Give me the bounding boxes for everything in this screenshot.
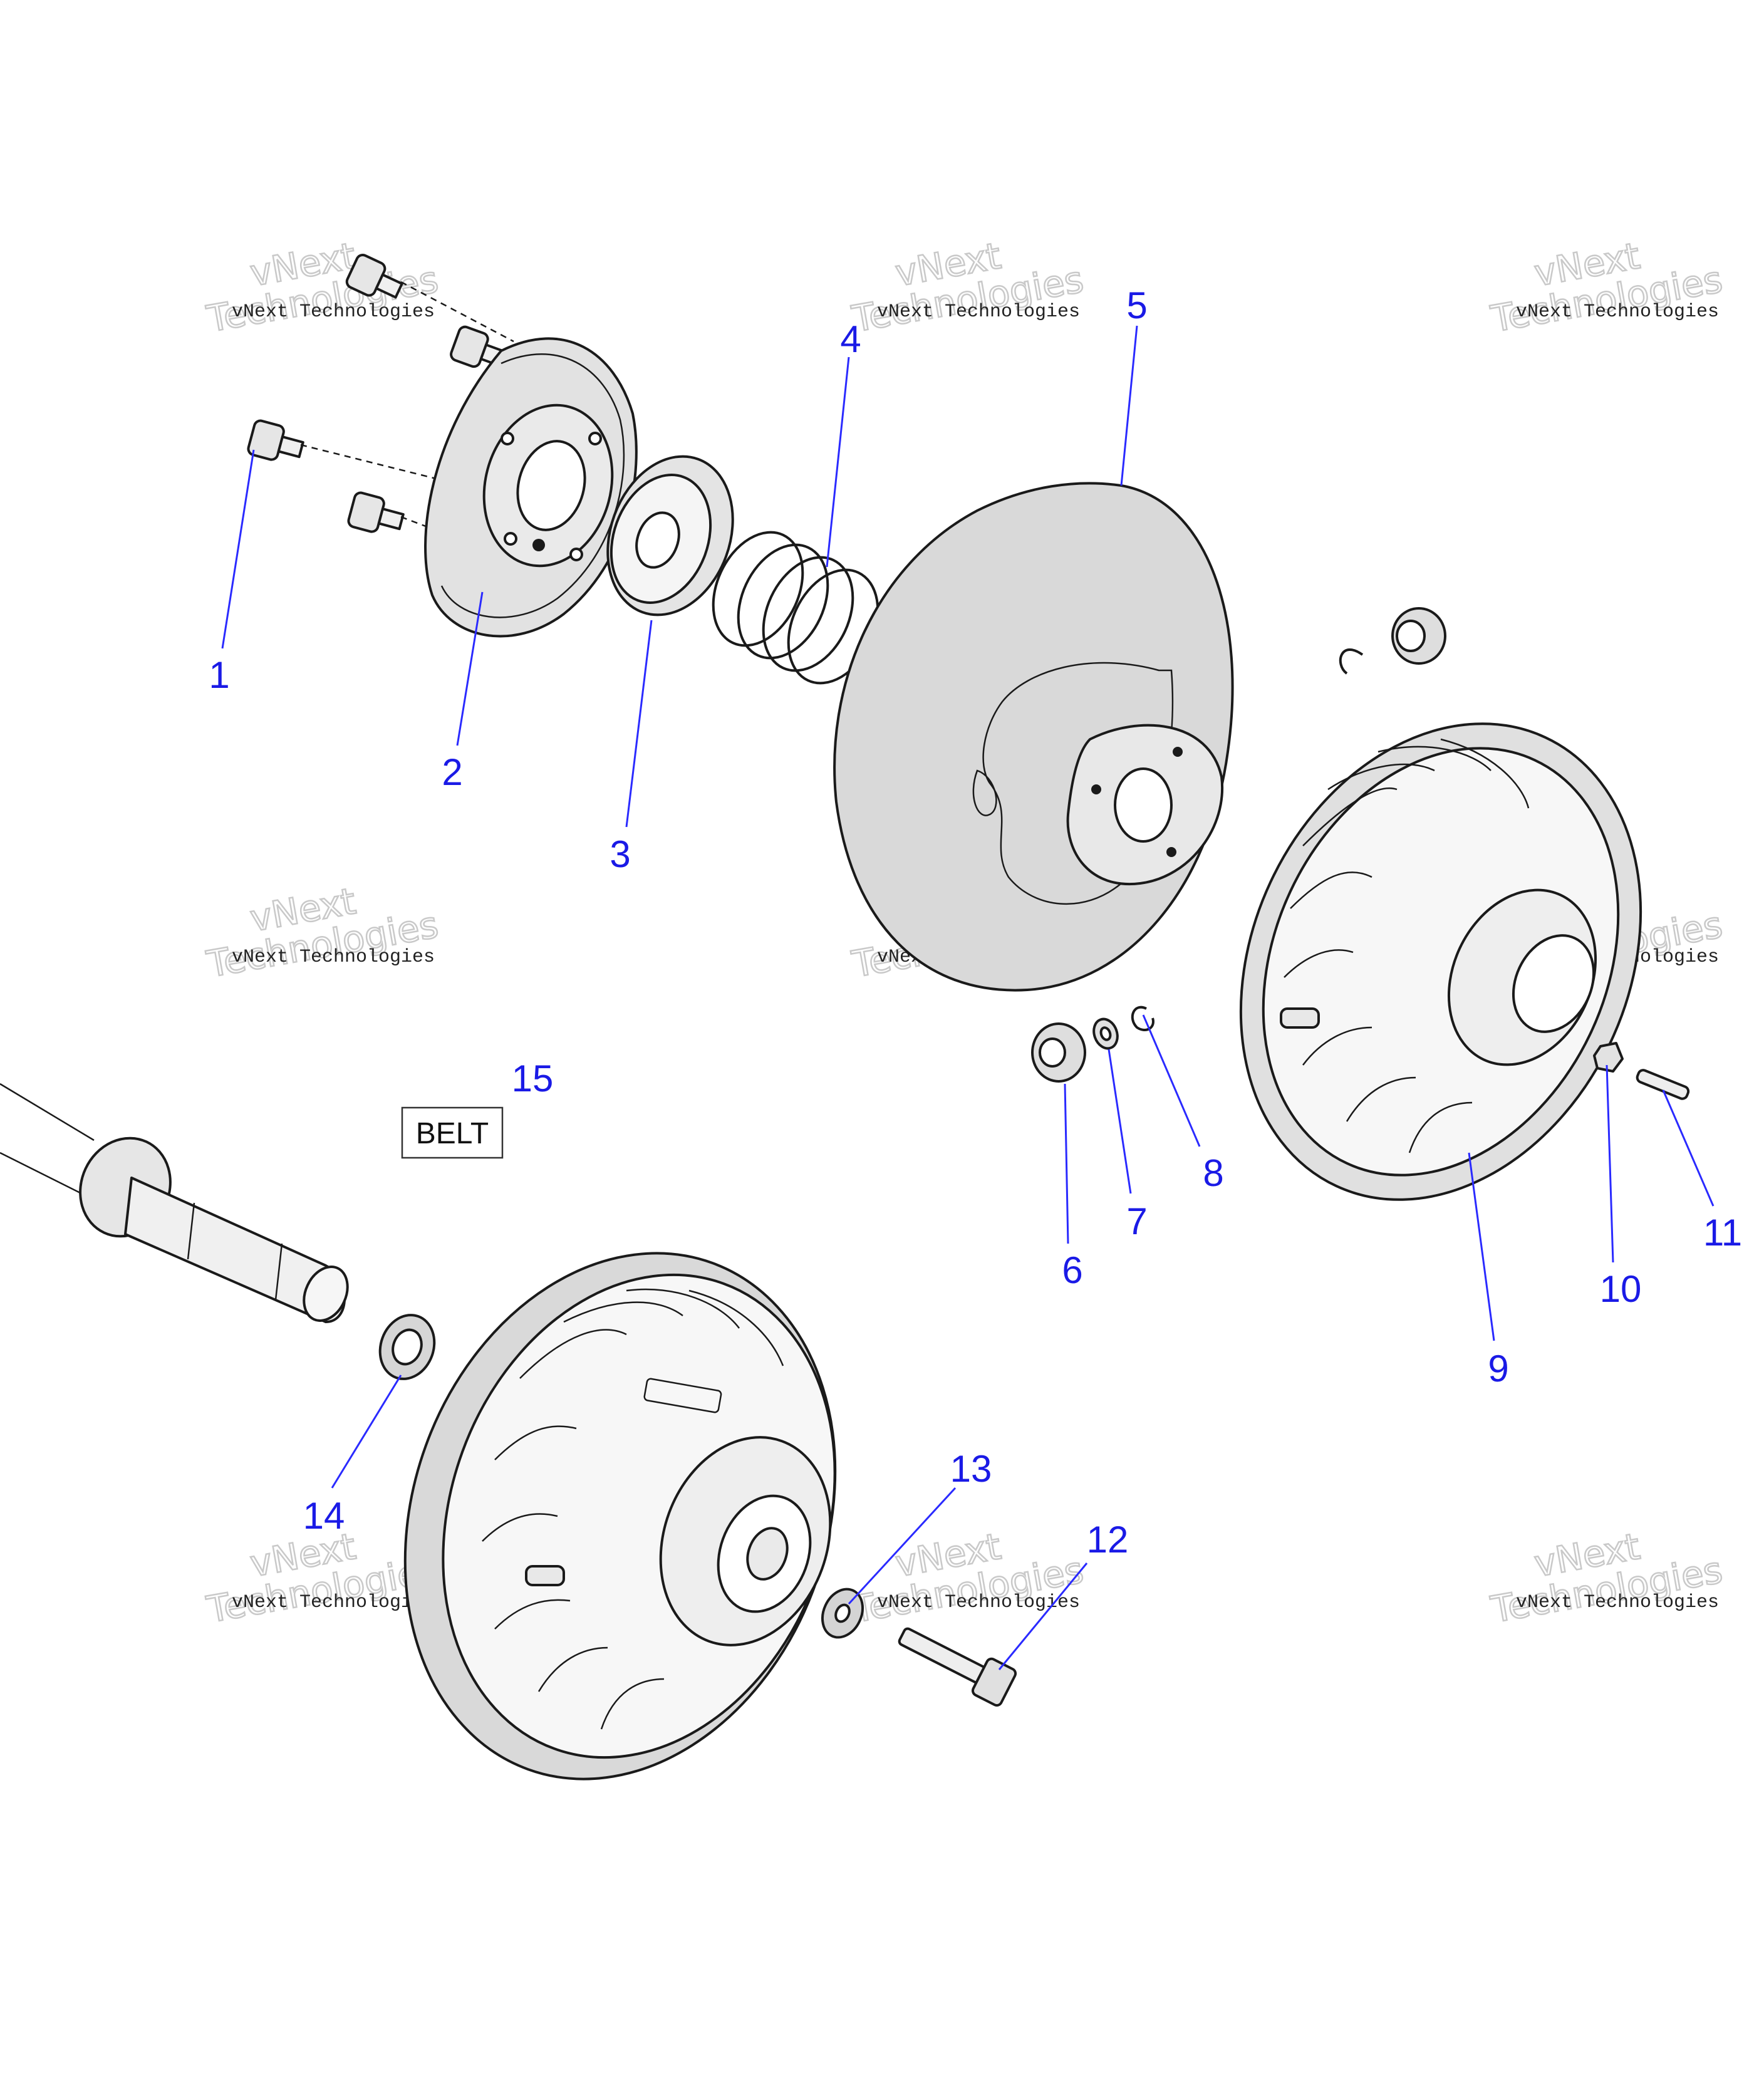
watermark-bottom-right: vNext Technologies vNext Technologies	[1487, 1524, 1726, 1632]
part-e-clip[interactable]	[1131, 1006, 1154, 1031]
callout-8: 8	[1203, 1152, 1223, 1194]
watermark-top-center: vNext Technologies vNext Technologies	[848, 234, 1087, 341]
part-drive-sheave-bottom[interactable]	[334, 1192, 906, 1840]
part-roller[interactable]	[1031, 1022, 1086, 1083]
callout-15: 15	[512, 1058, 554, 1100]
part-cover-plate[interactable]	[424, 337, 638, 638]
callout-6: 6	[1062, 1249, 1082, 1291]
watermark-text: vNext Technologies	[232, 1592, 435, 1613]
leader-lines	[221, 325, 1715, 1670]
watermark-text: vNext Technologies	[877, 301, 1080, 323]
callout-4: 4	[840, 318, 861, 360]
part-shaft[interactable]	[0, 1083, 356, 1328]
part-nut[interactable]	[1593, 1042, 1624, 1073]
callout-12: 12	[1087, 1519, 1129, 1561]
watermark-text: vNext Technologies	[1516, 1592, 1719, 1613]
callout-13: 13	[950, 1448, 992, 1490]
part-fixed-sheave-right[interactable]	[1166, 658, 1716, 1266]
callout-numbers: 1 2 3 4 5 6 7 8 9 10 11 12 13 14 15	[209, 284, 1742, 1561]
callout-2: 2	[442, 751, 462, 793]
part-washer[interactable]	[1090, 1016, 1121, 1051]
part-pin[interactable]	[1636, 1069, 1690, 1100]
callout-11: 11	[1703, 1212, 1742, 1254]
callout-7: 7	[1126, 1200, 1147, 1242]
part-bolt-washer[interactable]	[815, 1583, 870, 1644]
part-bolt[interactable]	[893, 1617, 1017, 1707]
part-roller-top[interactable]	[1339, 607, 1446, 675]
callout-9: 9	[1488, 1348, 1508, 1390]
part-movable-sheave[interactable]	[833, 482, 1234, 992]
watermark-text: vNext Technologies	[232, 301, 435, 323]
watermark-mid-left: vNext Technologies vNext Technologies	[203, 879, 442, 987]
callout-10: 10	[1600, 1268, 1642, 1310]
callout-5: 5	[1126, 284, 1147, 326]
watermark-text: vNext Technologies	[232, 947, 435, 968]
watermark-bottom-center: vNext Technologies vNext Technologies	[848, 1524, 1087, 1632]
watermark-text: vNext Technologies	[877, 1592, 1080, 1613]
watermark-text: vNext Technologies	[1516, 301, 1719, 323]
part-shim-washer[interactable]	[371, 1308, 444, 1386]
watermark-top-left: vNext Technologies vNext Technologies	[203, 234, 442, 341]
belt-label-box: BELT	[401, 1106, 504, 1159]
callout-3: 3	[610, 833, 630, 875]
callout-14: 14	[303, 1495, 345, 1537]
part-spring-cup[interactable]	[586, 439, 754, 632]
belt-label: BELT	[416, 1117, 489, 1150]
watermark-top-right: vNext Technologies vNext Technologies	[1487, 234, 1726, 341]
callout-1: 1	[209, 654, 229, 696]
